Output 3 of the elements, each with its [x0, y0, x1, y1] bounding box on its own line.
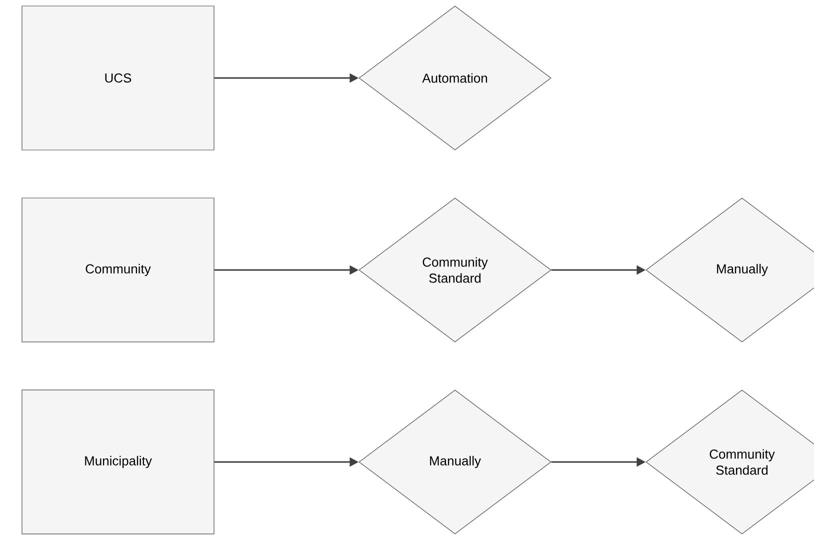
process-box: Community	[22, 198, 214, 342]
process-box: Municipality	[22, 390, 214, 534]
process-box: UCS	[22, 6, 214, 150]
